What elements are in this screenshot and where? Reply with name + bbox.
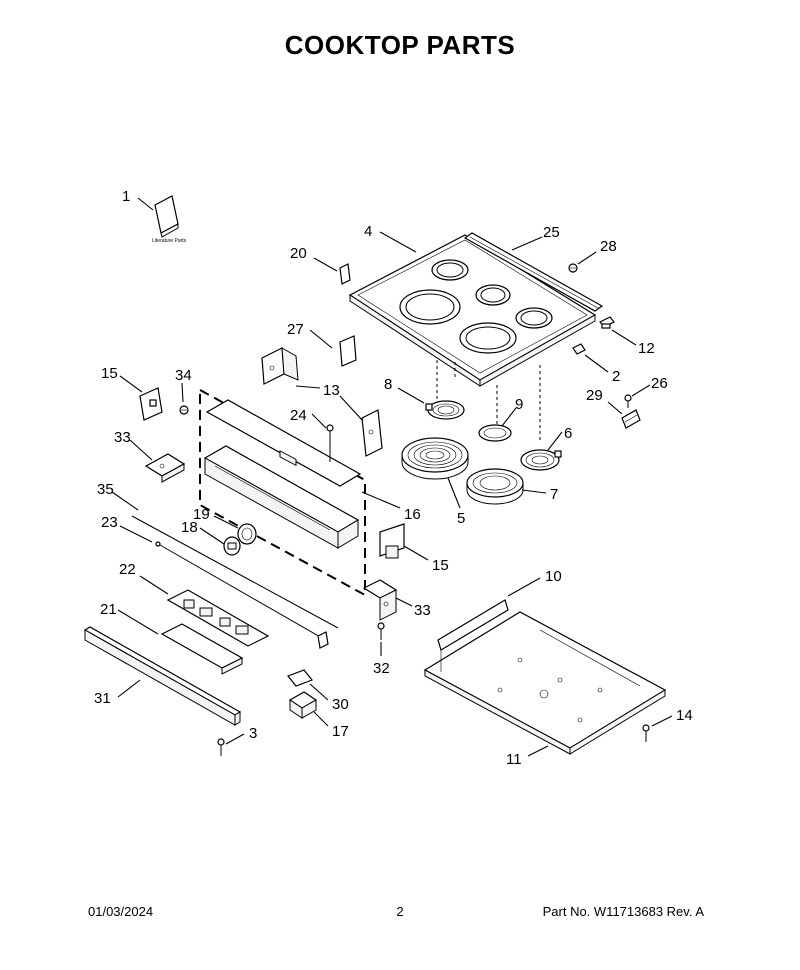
callout-12: 12 <box>638 340 655 357</box>
callout-15-left: 15 <box>101 365 118 382</box>
literature-parts-booklet: Literature Parts <box>152 195 187 244</box>
rail-31 <box>83 626 242 726</box>
callout-14: 14 <box>676 707 693 724</box>
callout-31: 31 <box>94 690 111 707</box>
page-title: COOKTOP PARTS <box>284 30 516 60</box>
switch-17 <box>288 691 318 719</box>
footer-page-number: 2 <box>396 904 404 919</box>
callout-11: 11 <box>506 751 522 768</box>
callout-9: 9 <box>515 396 523 413</box>
literature-label: Literature Parts <box>152 238 187 244</box>
callout-2: 2 <box>612 368 620 385</box>
bracket-27 <box>261 347 299 385</box>
surface-element-5 <box>401 437 469 480</box>
bracket-15-right <box>379 523 405 559</box>
callout-1: 1 <box>122 188 130 205</box>
console-assembly-outline <box>199 388 366 597</box>
bracket-27-right <box>339 335 357 367</box>
callout-19: 19 <box>193 506 210 523</box>
callout-10: 10 <box>545 568 562 585</box>
callout-33-left: 33 <box>114 429 131 446</box>
clip-2 <box>572 343 586 355</box>
control-knob-19 <box>237 523 257 545</box>
callout-18: 18 <box>181 519 198 536</box>
callout-35: 35 <box>97 481 114 498</box>
screw-34 <box>179 405 189 415</box>
callout-22: 22 <box>119 561 136 578</box>
board-bracket-21 <box>160 623 244 675</box>
callout-28: 28 <box>600 238 617 255</box>
callout-13: 13 <box>323 382 340 399</box>
cooktop-glass-top <box>348 234 597 387</box>
clip-20 <box>339 263 351 285</box>
bracket-15-left <box>139 387 163 421</box>
callout-23: 23 <box>101 514 118 531</box>
wire-24 <box>326 424 334 462</box>
callout-34: 34 <box>175 367 192 384</box>
callout-20: 20 <box>290 245 307 262</box>
wire-rod-23 <box>155 541 329 649</box>
surface-element-7 <box>466 468 524 505</box>
callout-30: 30 <box>332 696 349 713</box>
callout-5: 5 <box>457 510 465 527</box>
control-board-22 <box>166 589 270 647</box>
bracket-13 <box>361 409 383 457</box>
callout-6: 6 <box>564 425 572 442</box>
rear-trim-strip <box>463 232 604 312</box>
leader-lines <box>111 197 673 757</box>
surface-element-8 <box>425 400 465 420</box>
console-housing-16 <box>203 445 360 549</box>
console-panel-top <box>205 399 362 487</box>
burner-box-10 <box>423 599 667 755</box>
screw-14 <box>642 724 650 742</box>
screw-3 <box>217 738 225 756</box>
callout-26: 26 <box>651 375 668 392</box>
bracket-33-right <box>362 579 398 621</box>
clip-12 <box>599 316 615 329</box>
screw-32 <box>377 622 385 640</box>
callout-7: 7 <box>550 486 558 503</box>
cover-30 <box>287 669 313 687</box>
surface-element-6 <box>520 449 562 471</box>
knob-18 <box>223 536 241 556</box>
callout-21: 21 <box>100 601 117 618</box>
screw-26 <box>624 394 632 408</box>
callout-8: 8 <box>384 376 392 393</box>
callout-33-right: 33 <box>414 602 431 619</box>
wire-rod-35 <box>131 515 339 629</box>
callout-25: 25 <box>543 224 560 241</box>
callout-15-right: 15 <box>432 557 449 574</box>
callout-16: 16 <box>404 506 421 523</box>
surface-element-9 <box>478 424 512 442</box>
callout-29: 29 <box>586 387 603 404</box>
bracket-29 <box>621 409 641 429</box>
bracket-33-left <box>144 453 186 483</box>
footer-date: 01/03/2024 <box>88 904 154 919</box>
callout-27: 27 <box>287 321 304 338</box>
callout-24: 24 <box>290 407 307 424</box>
callout-17: 17 <box>332 723 349 740</box>
callout-labels: 1 2 3 4 5 6 7 8 9 10 11 12 13 14 15 15 1… <box>94 188 693 768</box>
callout-4: 4 <box>364 223 372 240</box>
callout-3: 3 <box>249 725 257 742</box>
screw-28 <box>568 263 578 273</box>
footer-part-number: Part No. W11713683 Rev. A <box>542 904 704 919</box>
callout-32: 32 <box>373 660 390 677</box>
